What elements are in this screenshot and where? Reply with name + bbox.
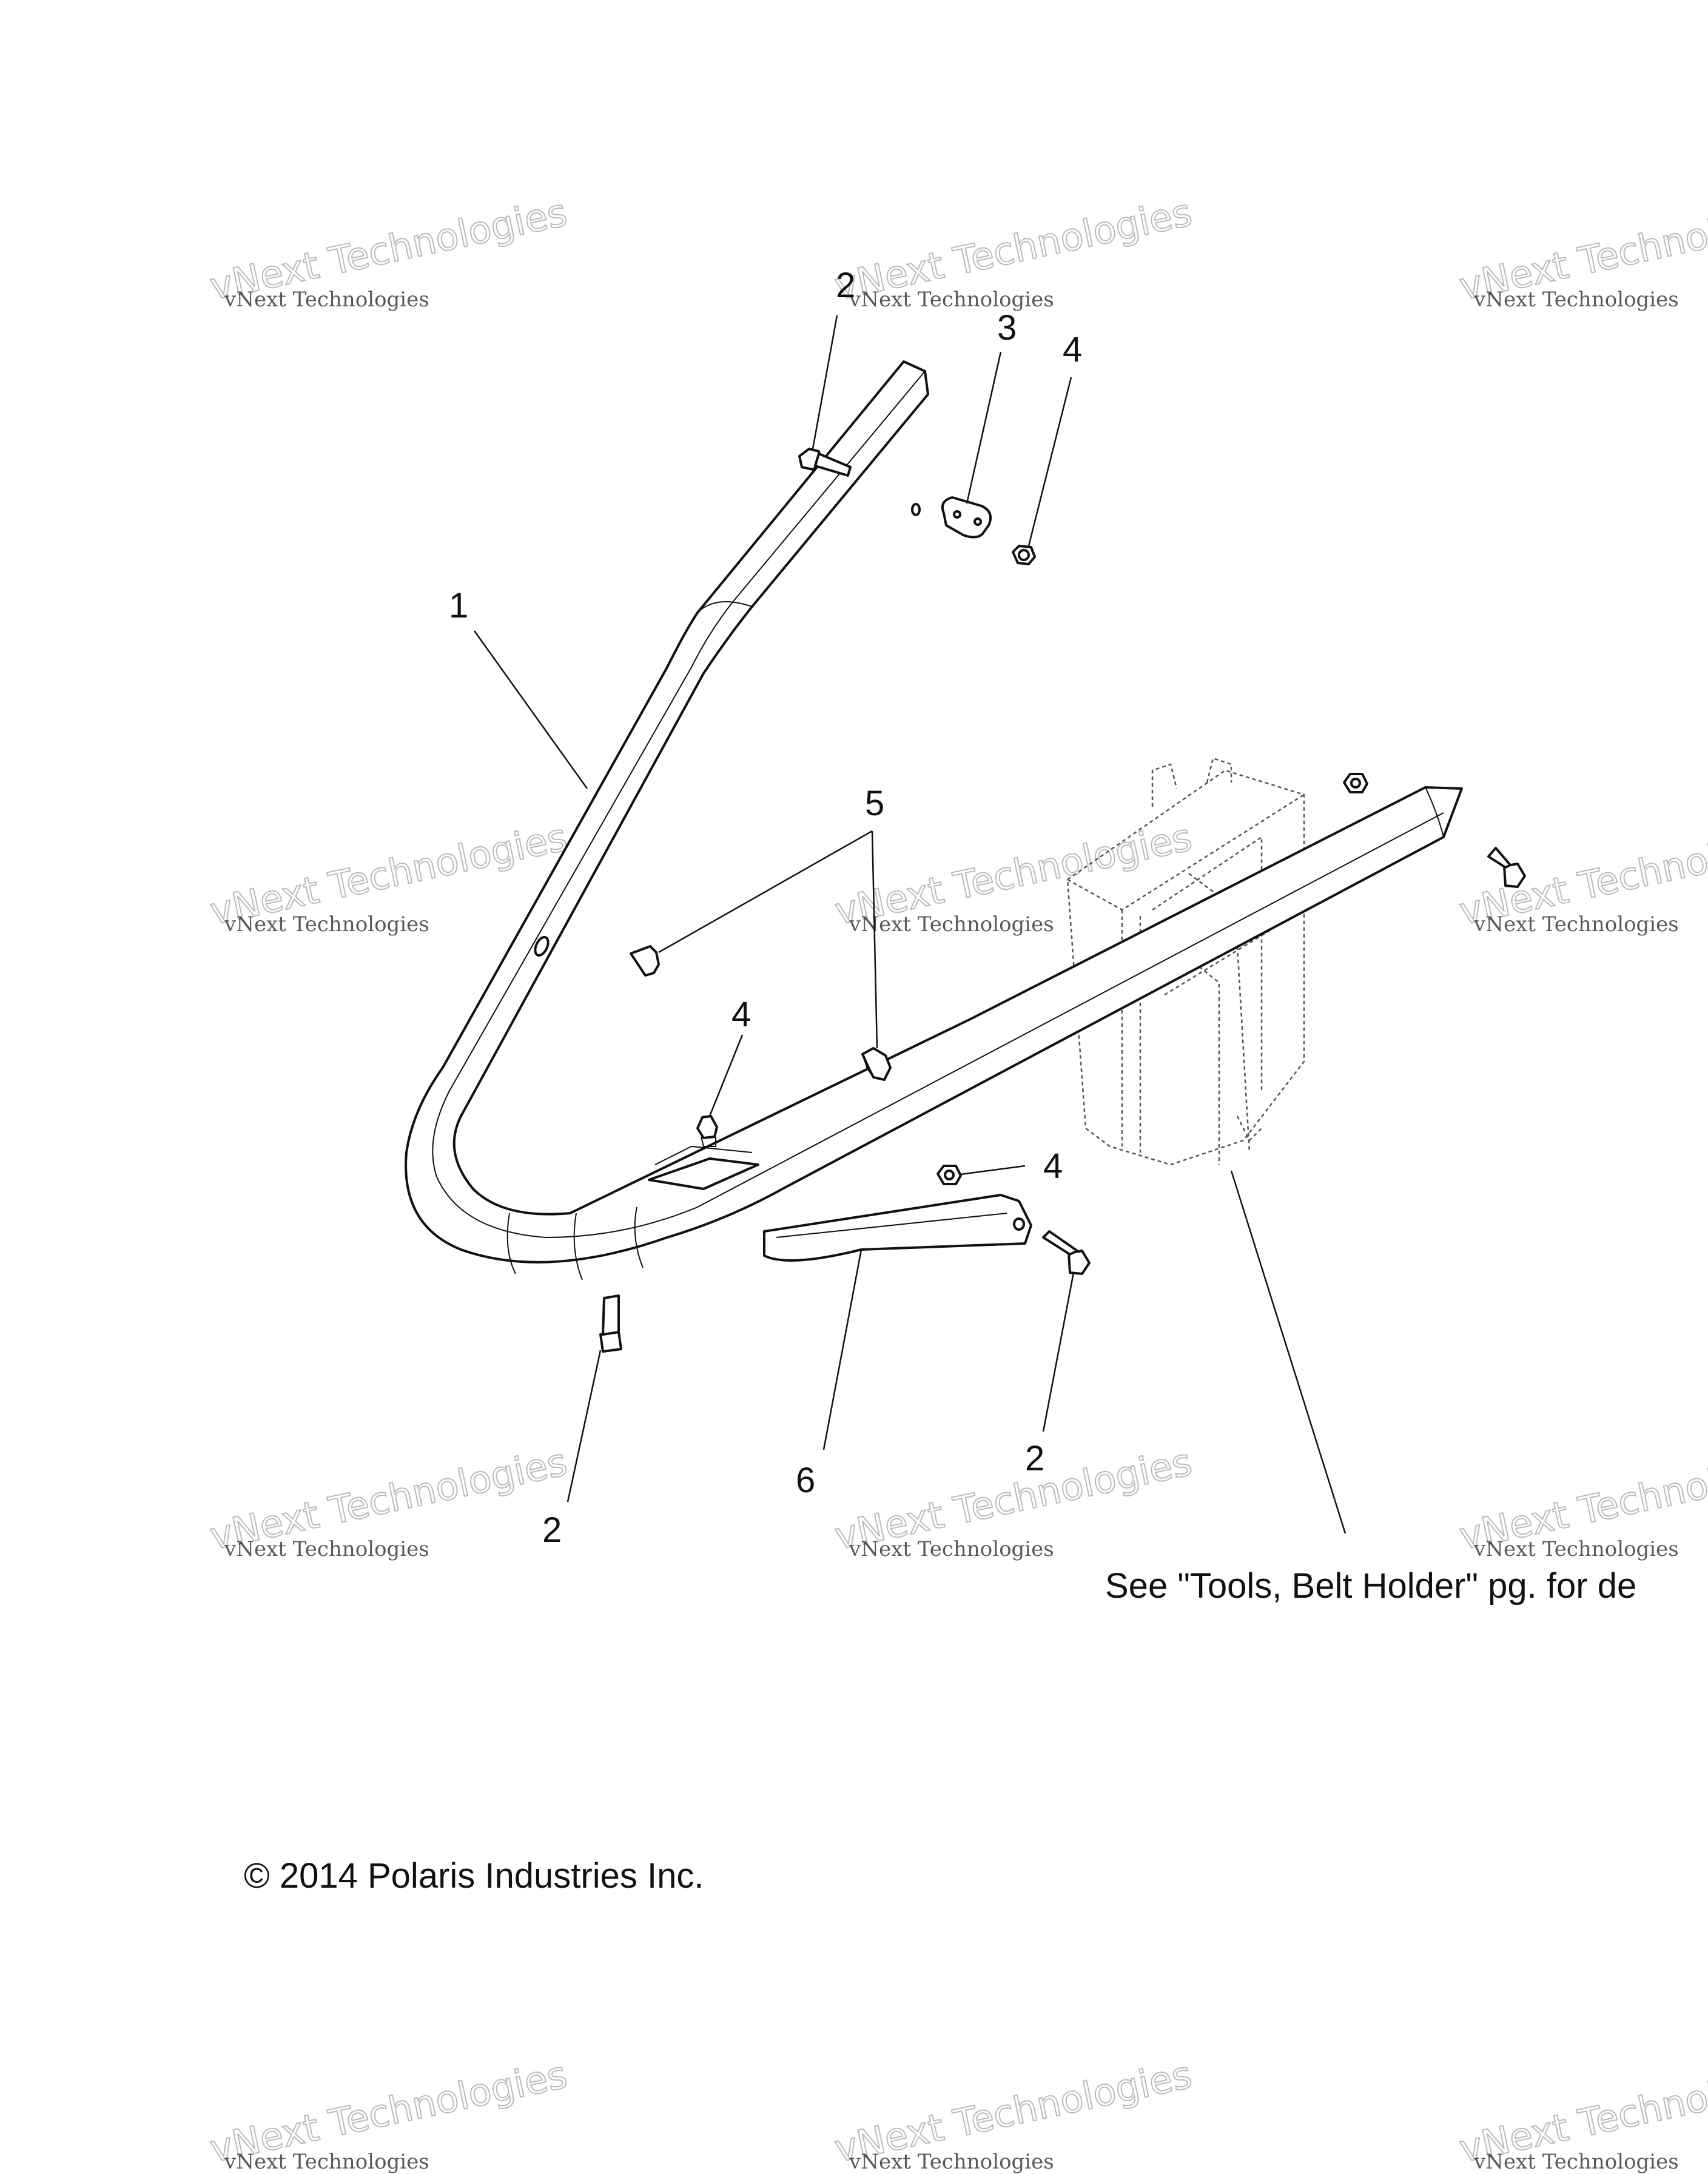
- callout-2-bottom-right: 2: [1025, 1439, 1044, 1478]
- part-2-bolt-top: [798, 448, 852, 477]
- lower-bracket-plate: [648, 1157, 759, 1190]
- reference-note: See "Tools, Belt Holder" pg. for de: [1105, 1566, 1636, 1606]
- callout-1: 1: [449, 586, 468, 625]
- callout-labels: 1 2 3 4 5 4 4 2 6 2: [449, 266, 1082, 1550]
- watermark: vNext Technologies vNext Technologies: [206, 189, 571, 312]
- leader-4-top: [1027, 377, 1072, 547]
- leader-5b: [871, 830, 878, 1049]
- part-4-nut-top: [1012, 545, 1036, 565]
- part-2-bolt-bottom-right: [1042, 1230, 1091, 1275]
- leader-note: [1230, 1170, 1347, 1534]
- watermark-text: vNext Technologies: [849, 2150, 1054, 2174]
- watermark: vNext Technologies vNext Technologies: [206, 2051, 571, 2174]
- watermark: vNext Technologies vNext Technologies: [1455, 1439, 1708, 1561]
- callout-4-top: 4: [1063, 330, 1082, 369]
- part-5-rivet-left: [630, 945, 660, 977]
- watermark: vNext Technologies vNext Technologies: [830, 1439, 1196, 1561]
- callout-2-top: 2: [836, 266, 855, 305]
- watermark: vNext Technologies vNext Technologies: [830, 189, 1196, 312]
- watermark: vNext Technologies vNext Technologies: [1455, 189, 1708, 312]
- watermark-text: vNext Technologies: [224, 1537, 429, 1561]
- callout-2-bottom-left: 2: [542, 1510, 562, 1550]
- leader-4-mid: [708, 1034, 744, 1117]
- watermark-text: vNext Technologies: [849, 288, 1054, 312]
- leader-1: [473, 630, 588, 789]
- watermark-text: vNext Technologies: [224, 288, 429, 312]
- part-4-nut-right: [936, 1165, 962, 1185]
- watermark-text: vNext Technologies: [1473, 1537, 1679, 1561]
- part-2-bolt-bottom-left: [599, 1294, 622, 1353]
- watermark-text: vNext Technologies: [224, 2150, 429, 2174]
- watermark-text: vNext Technologies: [1473, 912, 1679, 937]
- leader-4-right: [960, 1165, 1026, 1176]
- watermark: vNext Technologies vNext Technologies: [206, 1439, 571, 1561]
- leader-2-bottom-left: [567, 1350, 602, 1503]
- part-4-nut-mid: [696, 1115, 718, 1147]
- watermark-text: vNext Technologies: [1473, 288, 1679, 312]
- watermark: vNext Technologies vNext Technologies: [206, 814, 571, 937]
- watermark-text: vNext Technologies: [849, 912, 1054, 937]
- part-1-curved-bar: [405, 360, 1463, 1281]
- leader-6: [822, 1249, 862, 1450]
- part-6-bracket-arm: [763, 1194, 1032, 1262]
- watermark-text: vNext Technologies: [224, 912, 429, 937]
- part-4-nut-upper-right: [1343, 773, 1368, 793]
- leader-5a: [658, 830, 873, 954]
- part-5-rivet-right: [861, 1047, 892, 1081]
- callout-4-right: 4: [1043, 1146, 1063, 1186]
- leader-2-top: [812, 315, 838, 449]
- leader-3: [966, 351, 1002, 504]
- part-2-bolt-upper-right: [1487, 847, 1526, 888]
- callout-5: 5: [865, 784, 884, 823]
- copyright-text: © 2014 Polaris Industries Inc.: [244, 1856, 704, 1896]
- watermark: vNext Technologies vNext Technologies: [830, 2051, 1196, 2174]
- callout-4-mid: 4: [731, 995, 751, 1034]
- watermark-text: vNext Technologies: [849, 1537, 1054, 1561]
- belt-holder-reference-part: [1066, 757, 1305, 1166]
- watermark-text: vNext Technologies: [1473, 2150, 1679, 2174]
- watermark: vNext Technologies vNext Technologies: [1455, 814, 1708, 937]
- part-3-small-plate: [941, 496, 992, 539]
- leader-2-bottom-right: [1042, 1272, 1075, 1432]
- callout-6: 6: [796, 1461, 815, 1500]
- callout-3: 3: [997, 308, 1017, 348]
- watermark: vNext Technologies vNext Technologies: [1455, 2051, 1708, 2174]
- leader-lines: [473, 315, 1347, 1534]
